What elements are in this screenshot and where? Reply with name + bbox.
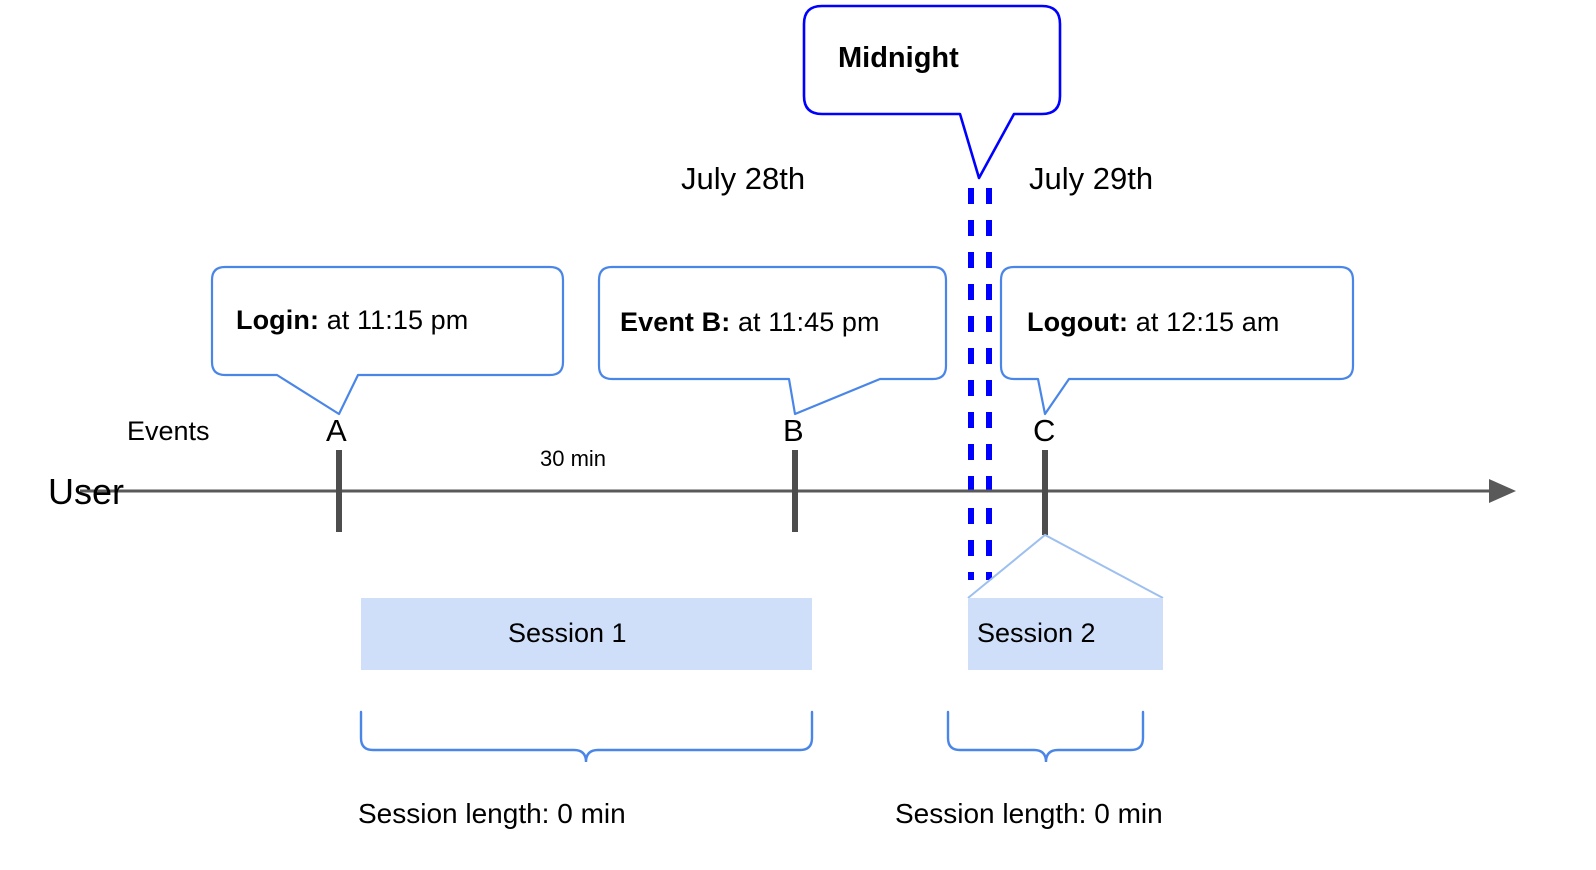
login-callout-value: at 11:15 pm (326, 305, 469, 335)
eventb-callout-text: Event B: at 11:45 pm (620, 309, 880, 336)
session-2-leader-lines (967, 533, 1164, 599)
event-marker-label-c: C (1033, 413, 1056, 448)
session-1-label: Session 1 (508, 618, 627, 648)
eventb-callout-label: Event B: (620, 307, 731, 337)
login-callout-text: Login: at 11:15 pm (236, 307, 468, 334)
event-marker-label-b: B (783, 413, 804, 448)
interval-duration-label: 30 min (540, 446, 607, 471)
eventb-callout-value: at 11:45 pm (737, 307, 880, 337)
logout-callout-value: at 12:15 am (1135, 307, 1280, 337)
user-row-label: User (48, 471, 125, 512)
date-label-july-28: July 28th (681, 161, 806, 196)
login-callout-shape (210, 265, 565, 416)
session-1-bar (361, 598, 812, 670)
eventb-callout-shape (597, 265, 948, 416)
logout-callout-text: Logout: at 12:15 am (1027, 309, 1279, 336)
login-callout-label: Login: (236, 305, 320, 335)
logout-callout-label: Logout: (1027, 307, 1129, 337)
session-2-length-label: Session length: 0 min (895, 798, 1163, 829)
session-2-label: Session 2 (977, 618, 1096, 648)
midnight-dashed-divider-icon (968, 188, 992, 580)
midnight-callout-shape (802, 4, 1062, 180)
midnight-callout-label: Midnight (838, 42, 959, 74)
session-2-bar (968, 598, 1163, 670)
event-marker-label-a: A (326, 413, 347, 448)
session-2-brace (946, 710, 1145, 763)
events-row-label: Events (127, 416, 210, 446)
logout-callout-shape (999, 265, 1355, 416)
session-1-brace (359, 710, 814, 763)
session-1-length-label: Session length: 0 min (358, 798, 626, 829)
date-label-july-29: July 29th (1029, 161, 1154, 196)
